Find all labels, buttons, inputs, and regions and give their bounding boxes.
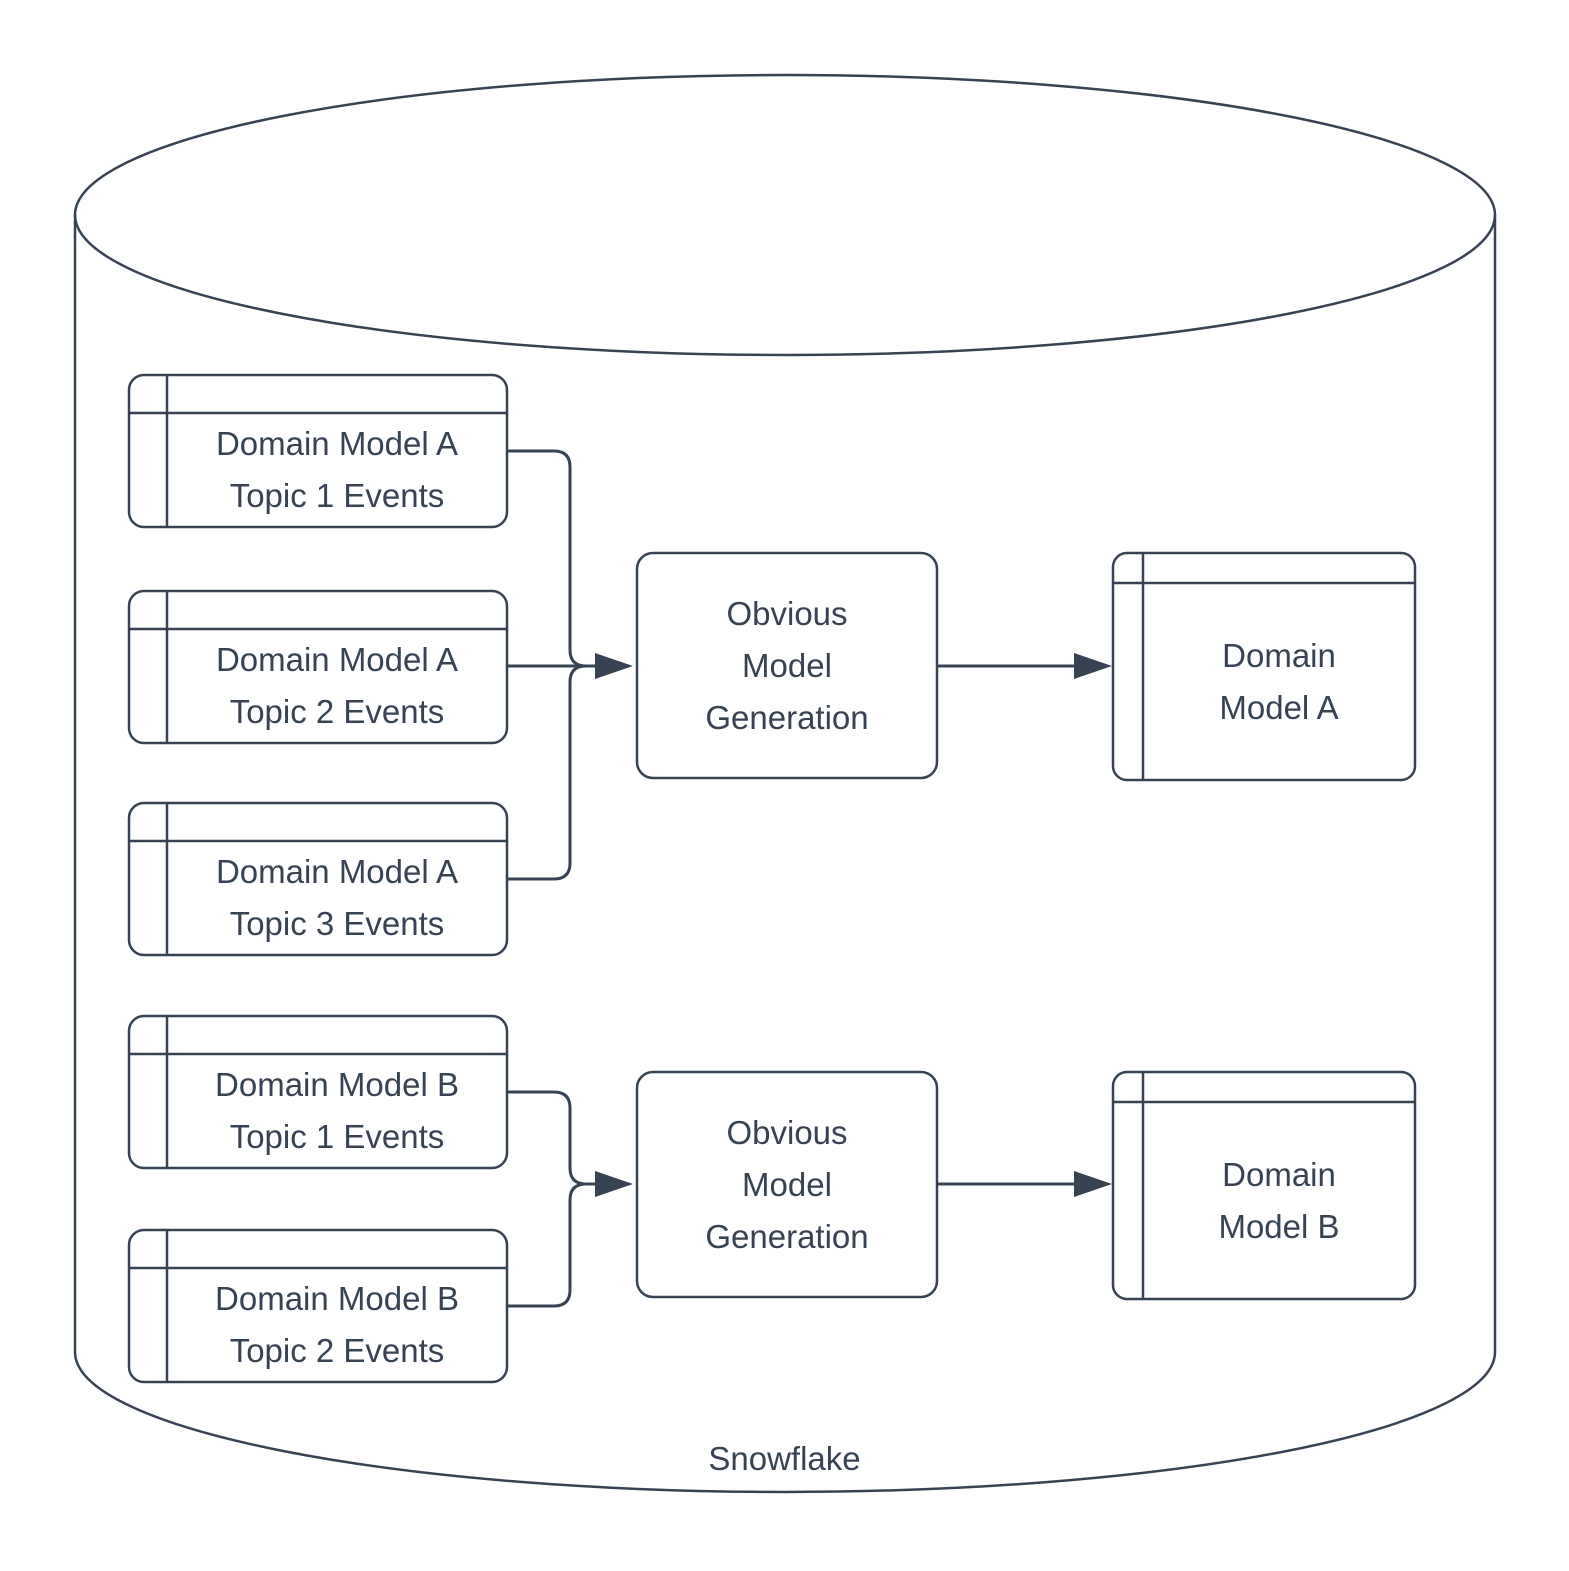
arrowhead-merge-a-icon <box>595 653 633 679</box>
topic-b1-shape <box>127 1014 509 1170</box>
topic-a1-shape <box>127 373 509 529</box>
arrowhead-merge-b-icon <box>595 1171 633 1197</box>
topic-a2-shape <box>127 589 509 745</box>
topic-a3-shape <box>127 801 509 957</box>
output-a-shape <box>1111 551 1417 782</box>
cylinder-body <box>73 215 1497 1494</box>
connector-topic-b2 <box>507 1182 587 1308</box>
connector-topic-a3 <box>507 664 587 881</box>
cylinder-top-ellipse <box>73 73 1497 357</box>
output-b-shape <box>1111 1070 1417 1301</box>
process-b-shape <box>635 1070 939 1299</box>
connector-topic-b1 <box>507 1090 596 1186</box>
process-a-shape <box>635 551 939 780</box>
arrowhead-output-a-icon <box>1074 653 1112 679</box>
connector-topic-a1 <box>507 449 596 668</box>
topic-b2-shape <box>127 1228 509 1384</box>
arrowhead-output-b-icon <box>1074 1171 1112 1197</box>
